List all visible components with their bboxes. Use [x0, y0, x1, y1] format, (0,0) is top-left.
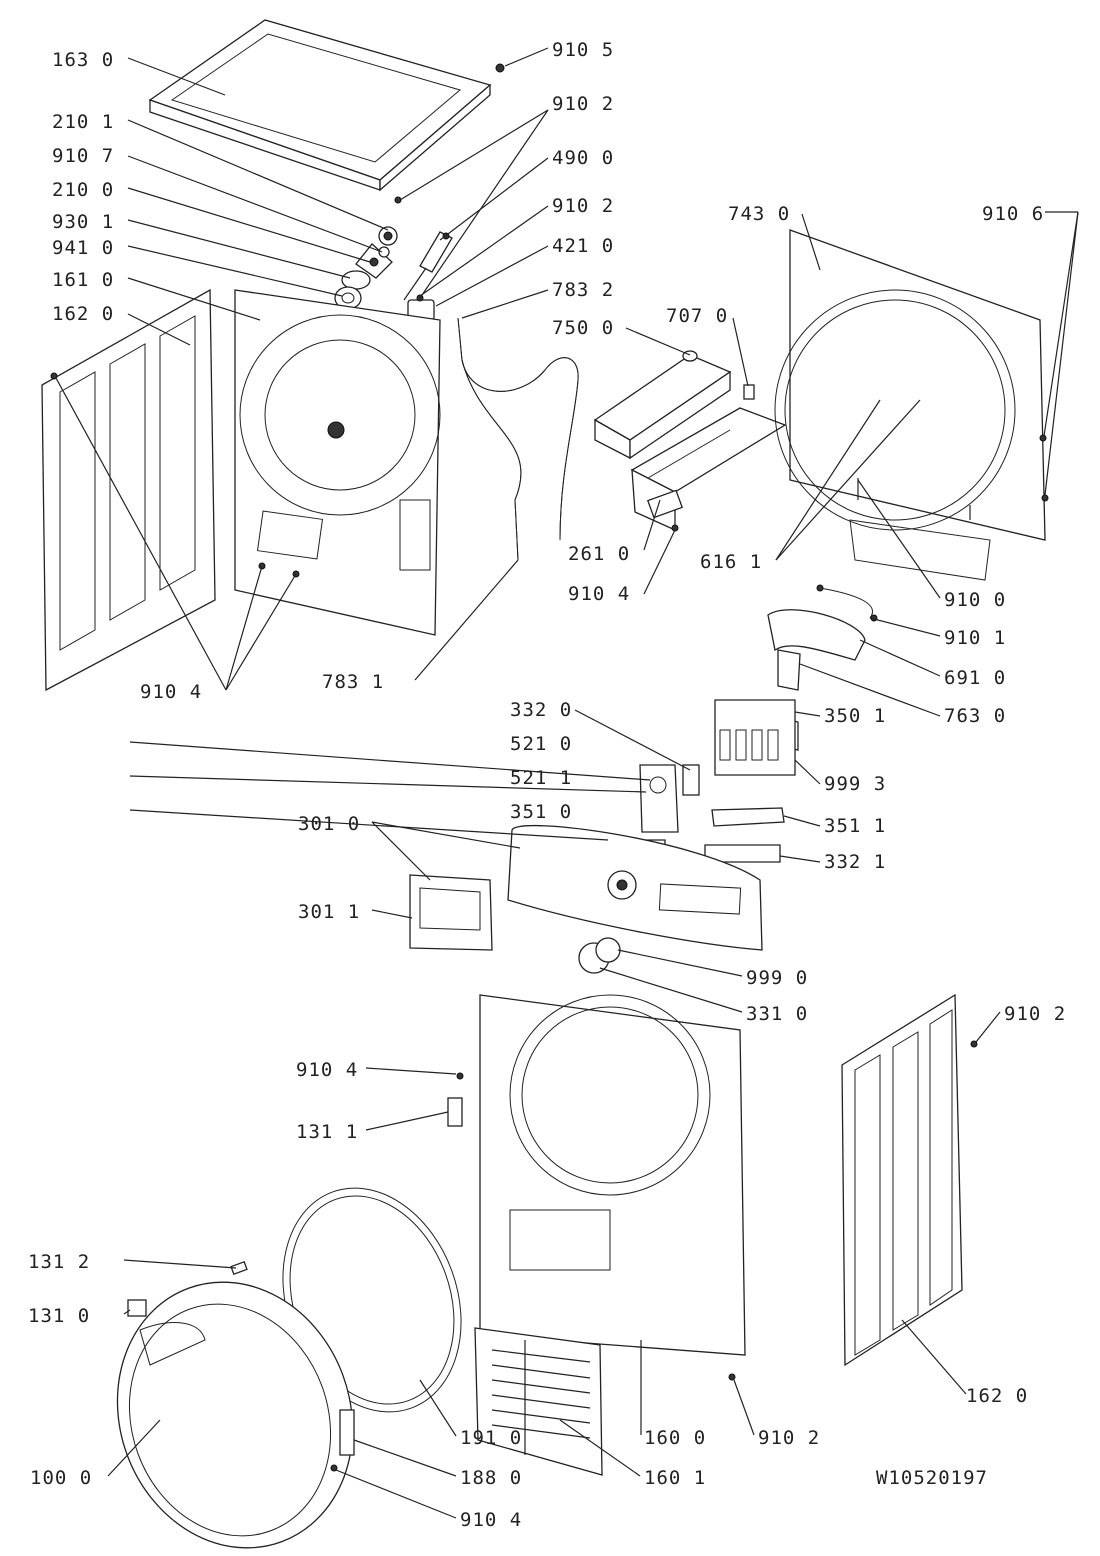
label-301-0: 301 0 [298, 813, 360, 835]
label-910-2: 910 2 [758, 1427, 820, 1449]
label-910-7: 910 7 [52, 145, 114, 167]
keypad-part [711, 807, 785, 827]
label-490-0: 490 0 [552, 147, 614, 169]
label-941-0: 941 0 [52, 237, 114, 259]
label-910-4: 910 4 [568, 583, 630, 605]
label-210-1: 210 1 [52, 111, 114, 133]
knob-part [578, 937, 621, 974]
gasket-part [341, 270, 371, 290]
label-707-0: 707 0 [666, 305, 728, 327]
label-261-0: 261 0 [568, 543, 630, 565]
label-910-4: 910 4 [140, 681, 202, 703]
selector-part [639, 764, 679, 833]
screw-part [330, 1464, 338, 1472]
label-191-0: 191 0 [460, 1427, 522, 1449]
label-910-2: 910 2 [552, 195, 614, 217]
label-162-0: 162 0 [52, 303, 114, 325]
label-131-1: 131 1 [296, 1121, 358, 1143]
door-part [116, 1281, 354, 1549]
label-763-0: 763 0 [944, 705, 1006, 727]
label-131-2: 131 2 [28, 1251, 90, 1273]
label-616-1: 616 1 [700, 551, 762, 573]
label-301-1: 301 1 [298, 901, 360, 923]
label-163-0: 163 0 [52, 49, 114, 71]
housing-part [630, 407, 787, 532]
label-350-1: 350 1 [824, 705, 886, 727]
label-910-2: 910 2 [552, 93, 614, 115]
label-930-1: 930 1 [52, 211, 114, 233]
label-332-0: 332 0 [510, 699, 572, 721]
label-999-0: 999 0 [746, 967, 808, 989]
pin-part [230, 1261, 248, 1275]
nut-part [728, 1373, 736, 1381]
label-910-0: 910 0 [944, 589, 1006, 611]
label-910-4: 910 4 [460, 1509, 522, 1531]
leader-lines [55, 47, 1079, 1519]
label-332-1: 332 1 [824, 851, 886, 873]
rear-panel-part [234, 289, 441, 636]
power-module-part [714, 699, 796, 776]
label-910-5: 910 5 [552, 39, 614, 61]
screw-part [456, 1072, 464, 1080]
drawer-part [409, 874, 493, 951]
label-910-6: 910 6 [982, 203, 1044, 225]
label-162-0: 162 0 [966, 1385, 1028, 1407]
nut-part [970, 1040, 978, 1048]
switch-part [682, 764, 700, 796]
label-100-0: 100 0 [30, 1467, 92, 1489]
duct-part [593, 350, 732, 460]
bearing-bracket-part [355, 243, 393, 279]
label-188-0: 188 0 [460, 1467, 522, 1489]
label-351-1: 351 1 [824, 815, 886, 837]
hose-part [457, 317, 579, 561]
latch-part [447, 1097, 463, 1127]
front-bulkhead-part [774, 229, 1049, 581]
grille-part [474, 1327, 603, 1476]
label-521-0: 521 0 [510, 733, 572, 755]
label-210-0: 210 0 [52, 179, 114, 201]
catch-part [127, 1299, 147, 1317]
top-panel-part [148, 19, 492, 192]
screw-part [495, 63, 505, 73]
label-910-2: 910 2 [1004, 1003, 1066, 1025]
label-331-0: 331 0 [746, 1003, 808, 1025]
label-910-4: 910 4 [296, 1059, 358, 1081]
document-number: W10520197 [876, 1467, 988, 1489]
label-783-2: 783 2 [552, 279, 614, 301]
side-panel-left-part [41, 288, 216, 692]
lint-filter-part [767, 609, 866, 691]
control-panel-part [507, 825, 763, 951]
label-131-0: 131 0 [28, 1305, 90, 1327]
label-783-1: 783 1 [322, 671, 384, 693]
label-999-3: 999 3 [824, 773, 886, 795]
label-521-1: 521 1 [510, 767, 572, 789]
side-panel-right-part [841, 993, 963, 1367]
label-691-0: 691 0 [944, 667, 1006, 689]
label-910-1: 910 1 [944, 627, 1006, 649]
label-750-0: 750 0 [552, 317, 614, 339]
rod-part [816, 584, 878, 622]
nut-part [378, 246, 390, 258]
label-161-0: 161 0 [52, 269, 114, 291]
label-160-0: 160 0 [644, 1427, 706, 1449]
front-panel-part [479, 994, 746, 1356]
connector-part [407, 294, 435, 321]
part-labels: 163 0 910 5 910 2 210 1 910 7 490 0 210 … [28, 39, 1066, 1531]
label-421-0: 421 0 [552, 235, 614, 257]
label-160-1: 160 1 [644, 1467, 706, 1489]
label-743-0: 743 0 [728, 203, 790, 225]
label-351-0: 351 0 [510, 801, 572, 823]
bearing-part [378, 226, 398, 246]
hinge-part [339, 1409, 355, 1456]
clip-part [743, 384, 755, 400]
